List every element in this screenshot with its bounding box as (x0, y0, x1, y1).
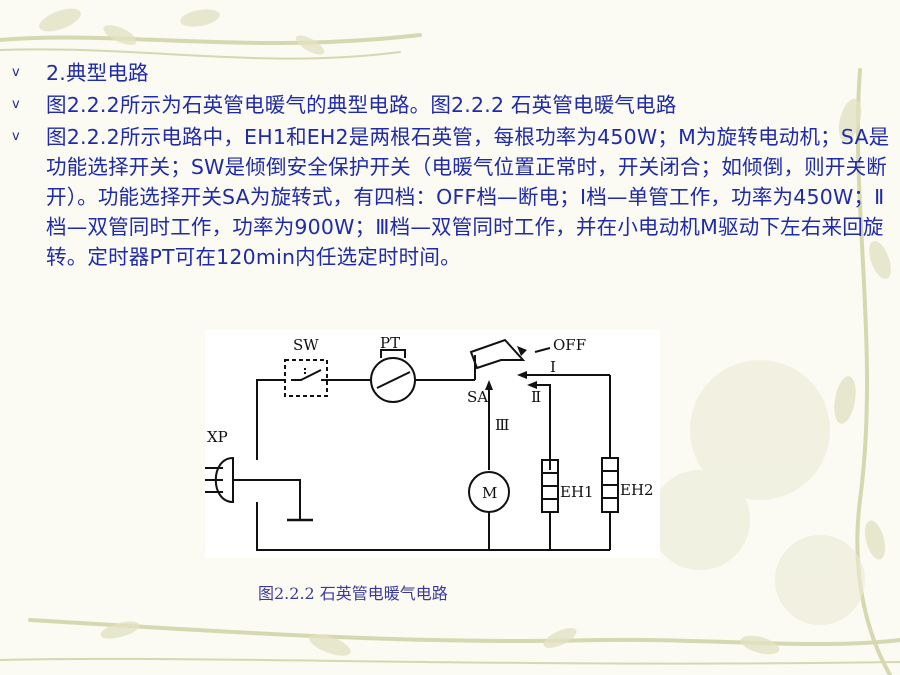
label-eh2: EH2 (620, 481, 654, 499)
label-position-3: Ⅲ (495, 416, 509, 434)
wire-pos2 (535, 384, 551, 470)
xp-plug (214, 456, 234, 504)
bullet-marker: v (12, 97, 20, 112)
label-off: OFF (553, 336, 586, 354)
bullet-list: v 2.典型电路 v 图2.2.2所示为石英管电暖气的典型电路。图2.2.2 石… (12, 58, 892, 272)
figure-caption: 图2.2.2 石英管电暖气电路 (258, 584, 448, 603)
sw-contact (291, 369, 322, 381)
wire-bottom (256, 502, 610, 551)
label-eh1: EH1 (560, 483, 594, 501)
bullet-text: 图2.2.2所示为石英管电暖气的典型电路。图2.2.2 石英管电暖气电路 (46, 93, 677, 117)
bullet-text: 2.典型电路 (46, 61, 149, 85)
label-xp: XP (207, 428, 228, 446)
bullet-marker: v (12, 129, 20, 144)
label-sw: SW (293, 336, 319, 354)
wire-left-top (256, 379, 285, 440)
sw-box (284, 359, 328, 397)
label-motor: M (482, 484, 497, 502)
bullet-marker: v (12, 65, 20, 80)
label-position-2: Ⅱ (531, 388, 541, 406)
bullet-text: 图2.2.2所示电路中，EH1和EH2是两根石英管，每根功率为450W；M为旋转… (46, 125, 890, 269)
pt-timer-circle (370, 357, 416, 403)
circuit-diagram: SW PT OFF I SA Ⅱ Ⅲ XP M EH1 EH2 (205, 330, 660, 558)
label-sa: SA (467, 388, 488, 406)
sa-rotary-contact (469, 338, 526, 370)
label-position-1: I (550, 358, 556, 376)
bullet-item-intro: v 图2.2.2所示为石英管电暖气的典型电路。图2.2.2 石英管电暖气电路 (12, 90, 892, 120)
circuit-svg: SW PT OFF I SA Ⅱ Ⅲ XP M EH1 EH2 (205, 334, 654, 551)
label-pt: PT (380, 334, 400, 352)
bullet-item-heading: v 2.典型电路 (12, 58, 892, 88)
bullet-item-description: v 图2.2.2所示电路中，EH1和EH2是两根石英管，每根功率为450W；M为… (12, 122, 892, 272)
